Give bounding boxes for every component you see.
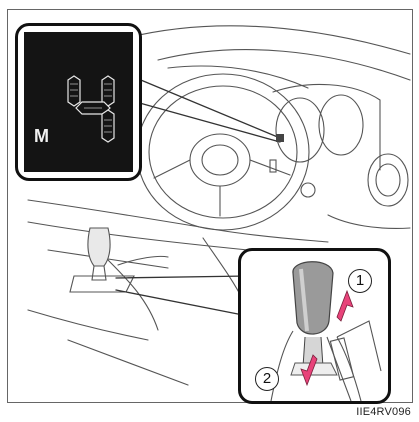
gear-digit-segments bbox=[24, 32, 133, 172]
marker-down-shift: 2 bbox=[255, 367, 279, 391]
instrument-cluster-drawing bbox=[273, 84, 380, 170]
gear-display-screen: M bbox=[24, 32, 133, 172]
gear-display-callout: M bbox=[15, 23, 142, 181]
up-arrow-icon bbox=[337, 291, 353, 321]
figure-code: IIE4RV096 bbox=[356, 406, 411, 418]
shift-lever-small-drawing bbox=[70, 228, 168, 292]
shift-lever-callout: 1 2 bbox=[238, 248, 391, 404]
marker-up-shift: 1 bbox=[348, 269, 372, 293]
manual-mode-indicator: M bbox=[34, 126, 49, 147]
